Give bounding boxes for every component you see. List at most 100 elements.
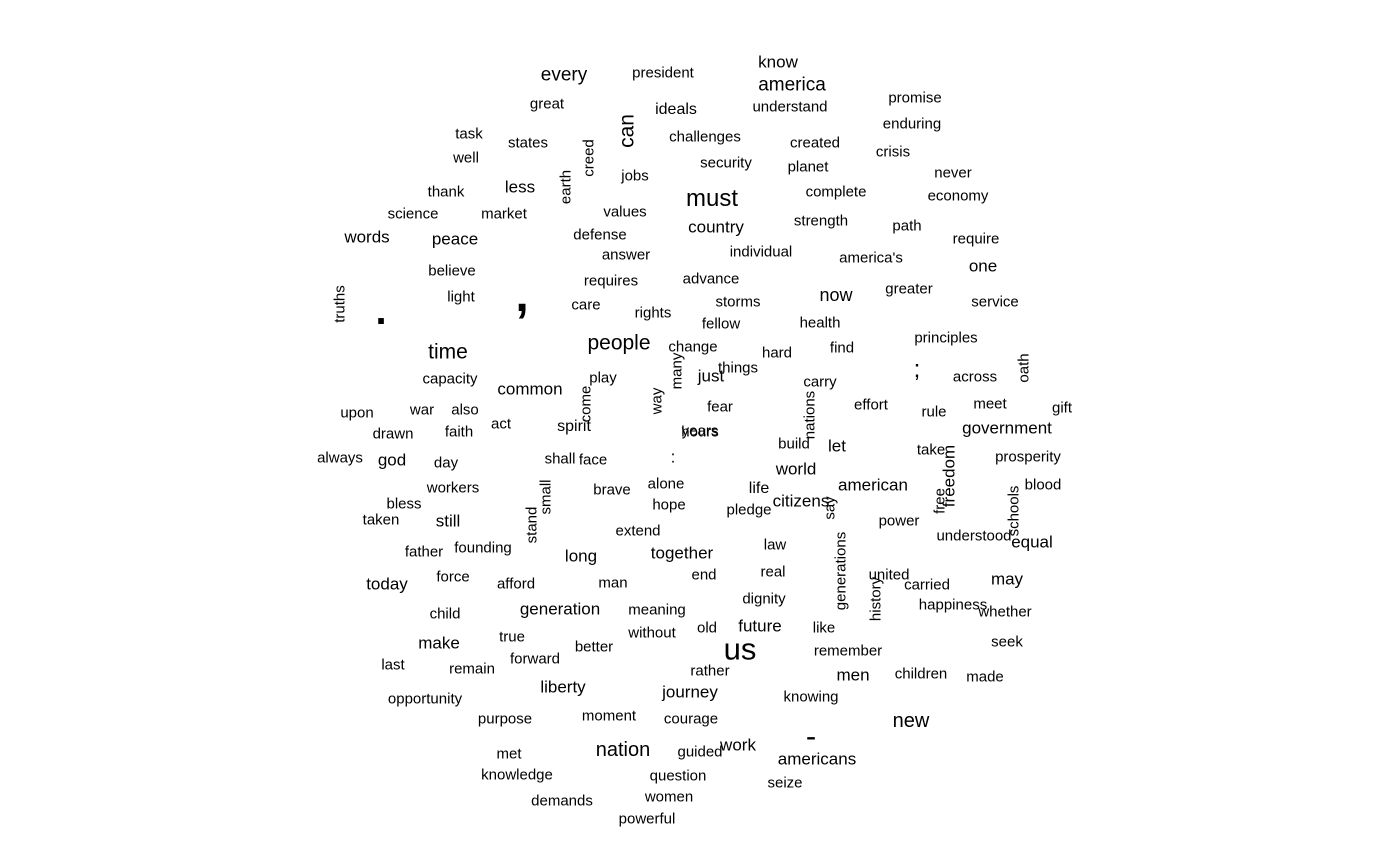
cloud-word-remember: remember — [813, 642, 883, 660]
cloud-word-american: american — [838, 475, 908, 495]
cloud-word-care: care — [571, 296, 601, 314]
cloud-word-principles: principles — [914, 329, 978, 347]
cloud-word-hard: hard — [761, 344, 793, 362]
cloud-word-carry: carry — [803, 373, 837, 391]
cloud-word-old: old — [696, 619, 718, 637]
cloud-word-new: new — [892, 710, 930, 732]
cloud-word-taken: taken — [362, 511, 400, 529]
cloud-word-enduring: enduring — [882, 115, 942, 133]
cloud-word-answer: answer — [601, 246, 651, 264]
cloud-word-strength: strength — [793, 212, 849, 230]
cloud-word-truths: truths — [331, 285, 349, 323]
cloud-word-earth: earth — [557, 169, 575, 205]
cloud-word-just: just — [697, 366, 725, 386]
cloud-word-men: men — [836, 665, 870, 685]
cloud-word-liberty: liberty — [540, 677, 586, 697]
cloud-word-punct: . — [375, 289, 387, 333]
cloud-word-understood: understood — [936, 527, 1012, 545]
cloud-word-still: still — [435, 511, 461, 531]
cloud-word-government: government — [962, 418, 1052, 438]
cloud-word-long: long — [564, 546, 598, 566]
cloud-word-americans: americans — [777, 749, 857, 769]
cloud-word-come: come — [577, 385, 595, 423]
cloud-word-every: every — [540, 64, 588, 86]
cloud-word-meaning: meaning — [628, 601, 686, 619]
cloud-word-market: market — [481, 205, 527, 223]
cloud-word-opportunity: opportunity — [387, 690, 463, 708]
cloud-word-knowing: knowing — [783, 688, 839, 706]
cloud-word-world: world — [775, 459, 817, 479]
cloud-word-equal: equal — [1011, 532, 1053, 552]
cloud-word-planet: planet — [787, 158, 829, 176]
cloud-word-also: also — [451, 401, 479, 419]
cloud-word-faith: faith — [444, 423, 474, 441]
cloud-word-happiness: happiness — [918, 596, 988, 614]
cloud-word-punct: : — [670, 447, 676, 467]
cloud-word-force: force — [436, 568, 470, 586]
cloud-word-demands: demands — [531, 792, 593, 810]
cloud-word-science: science — [387, 205, 439, 223]
cloud-word-real: real — [760, 563, 786, 581]
cloud-word-build: build — [778, 435, 810, 453]
cloud-word-extend: extend — [615, 522, 661, 540]
cloud-word-generation: generation — [519, 599, 601, 619]
cloud-word-life: life — [748, 480, 770, 497]
cloud-word-path: path — [892, 217, 922, 235]
cloud-word-workers: workers — [426, 479, 480, 497]
cloud-word-knowledge: knowledge — [481, 766, 553, 784]
cloud-word-greater: greater — [885, 280, 933, 298]
cloud-word-alone: alone — [647, 475, 685, 493]
cloud-word-stand: stand — [523, 506, 541, 544]
cloud-word-moment: moment — [581, 707, 637, 725]
cloud-word-drawn: drawn — [372, 425, 414, 443]
cloud-word-spirit: spirit — [557, 418, 591, 435]
cloud-word-power: power — [878, 512, 920, 530]
cloud-word-nation: nation — [595, 739, 651, 761]
cloud-word-question: question — [649, 767, 707, 785]
cloud-word-peace: peace — [431, 229, 479, 249]
cloud-word-true: true — [499, 628, 525, 646]
cloud-word-shall: shall — [544, 450, 576, 468]
cloud-word-defense: defense — [573, 226, 627, 244]
cloud-word-must: must — [685, 185, 739, 212]
cloud-word-founding: founding — [454, 539, 512, 557]
cloud-word-day: day — [433, 454, 459, 472]
cloud-word-united: united — [868, 566, 910, 584]
cloud-word-today: today — [366, 574, 408, 594]
cloud-word-courage: courage — [663, 710, 719, 728]
cloud-word-rights: rights — [634, 304, 672, 322]
cloud-word-small: small — [537, 479, 555, 515]
cloud-word-across: across — [952, 368, 998, 386]
cloud-word-one: one — [968, 256, 998, 276]
cloud-word-meet: meet — [973, 395, 1007, 413]
cloud-word-us: us — [723, 631, 757, 667]
cloud-word-history: history — [867, 576, 885, 622]
cloud-word-america: america — [758, 74, 826, 96]
cloud-word-child: child — [429, 605, 461, 623]
cloud-word-people: people — [587, 331, 651, 355]
cloud-word-father: father — [404, 543, 444, 561]
cloud-word-created: created — [789, 134, 841, 152]
cloud-word-light: light — [447, 288, 475, 306]
cloud-word-punct: , — [515, 269, 529, 322]
cloud-word-man: man — [598, 574, 628, 592]
cloud-word-effort: effort — [854, 396, 888, 414]
cloud-word-punct: ; — [913, 356, 921, 383]
cloud-word-advance: advance — [682, 270, 740, 288]
cloud-word-change: change — [668, 338, 718, 356]
cloud-word-always: always — [317, 449, 363, 467]
cloud-word-nations: nations — [801, 390, 819, 440]
cloud-word-hope: hope — [652, 496, 686, 514]
cloud-word-future: future — [738, 616, 782, 636]
cloud-word-together: together — [650, 543, 714, 563]
cloud-word-war: war — [409, 401, 435, 419]
cloud-word-forward: forward — [509, 650, 561, 668]
cloud-word-make: make — [418, 633, 460, 653]
cloud-word-jobs: jobs — [621, 167, 649, 185]
cloud-word-remain: remain — [449, 660, 495, 678]
cloud-word-ideals: ideals — [655, 101, 697, 118]
cloud-word-dignity: dignity — [742, 590, 786, 608]
cloud-word-states: states — [507, 134, 549, 152]
cloud-word-prosperity: prosperity — [995, 448, 1061, 466]
